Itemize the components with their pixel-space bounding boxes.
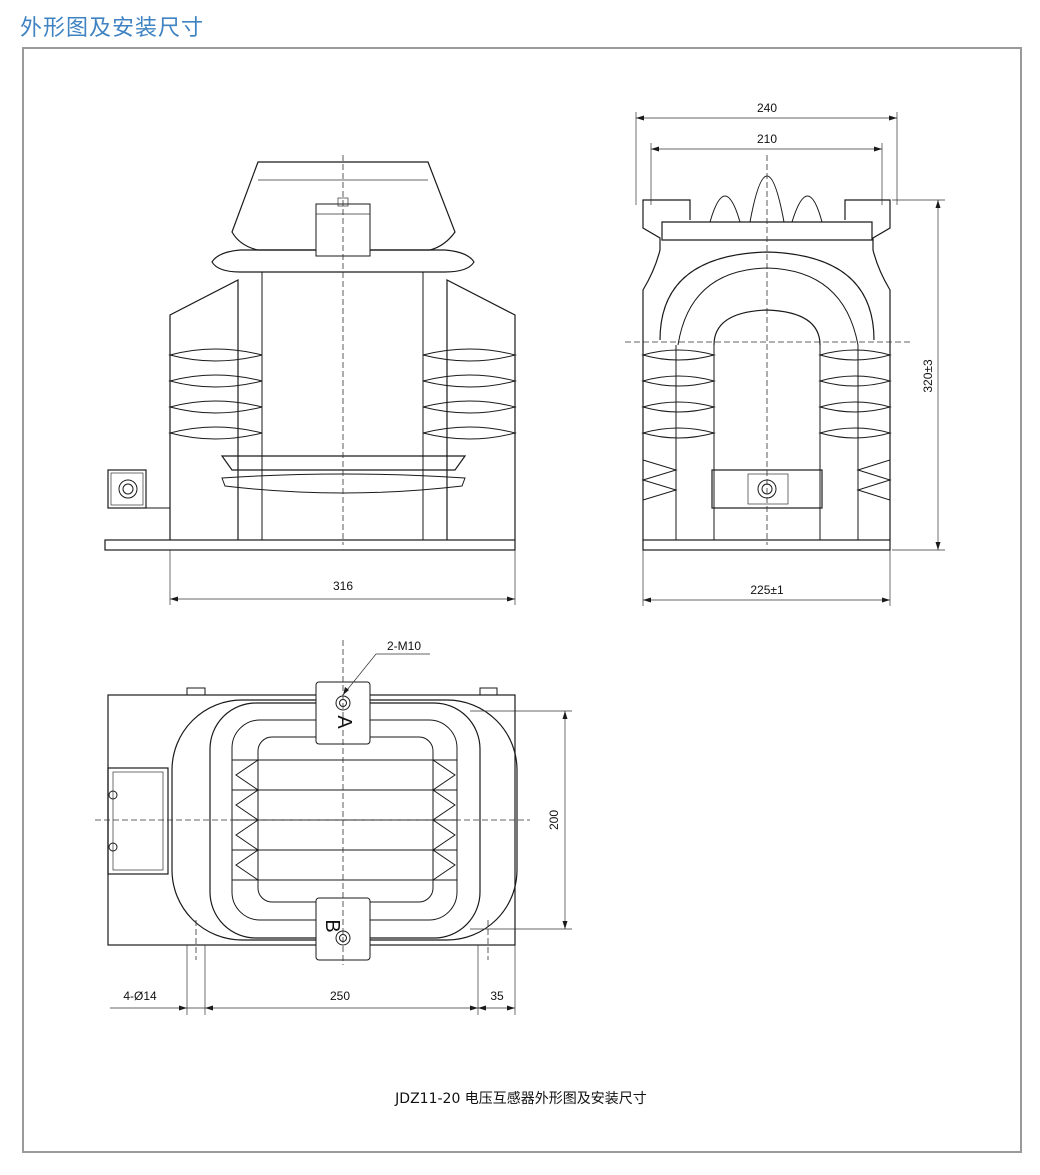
drawing-frame [22, 47, 1022, 1153]
side-body-left [642, 199, 691, 540]
side-body-right [844, 199, 891, 540]
front-view: 316 [104, 155, 517, 605]
page-title: 外形图及安装尺寸 [20, 16, 205, 41]
dim-edge: 35 [490, 989, 504, 1003]
dim-inner-width: 210 [757, 132, 777, 146]
front-base-plate [104, 539, 516, 551]
drawing-caption: JDZ11-20 电压互感器外形图及安装尺寸 [394, 1090, 647, 1107]
side-outer-arch [659, 251, 875, 341]
dim-width-front: 316 [333, 579, 353, 593]
front-terminal-box [107, 469, 147, 509]
side-top-fin-right [791, 195, 823, 223]
dim-depth: 200 [547, 810, 561, 830]
dim-hole: 4-Ø14 [123, 989, 157, 1003]
bolt-label: 2-M10 [387, 639, 421, 653]
side-view: 240 210 320±3 225±1 [625, 101, 945, 606]
dim-base-width: 225±1 [750, 583, 784, 597]
front-lower-flange [220, 455, 467, 471]
terminal-b-label: B [321, 919, 343, 932]
front-body-left [169, 279, 239, 540]
side-base-plate [642, 539, 891, 551]
front-head [231, 161, 456, 251]
front-sheds-left [168, 348, 263, 440]
front-sheds-right [422, 348, 517, 440]
top-view: A B 2-M10 200 4-Ø14 250 35 [95, 639, 572, 1015]
side-top-fin-left [709, 195, 741, 223]
side-sheds-right [818, 349, 892, 501]
front-body-right [446, 279, 516, 540]
dim-hole-spacing: 250 [330, 989, 350, 1003]
side-top-cap [661, 221, 873, 241]
dim-top-width: 240 [757, 101, 777, 115]
side-sheds-left [641, 349, 716, 501]
dim-height: 320±3 [921, 359, 935, 393]
top-terminal-box [107, 767, 169, 875]
terminal-a-label: A [333, 715, 355, 729]
front-top-collar [211, 249, 475, 273]
